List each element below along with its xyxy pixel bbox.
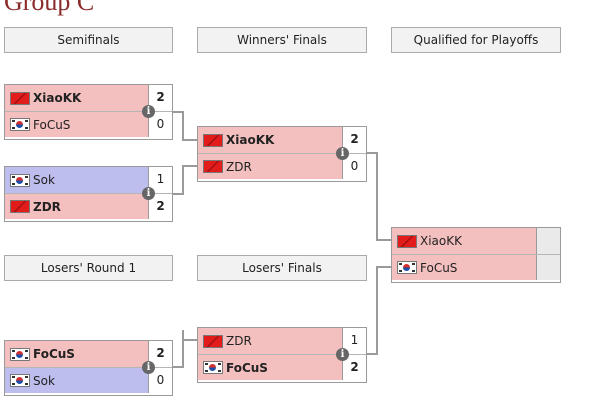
- header-losers-finals: Losers' Finals: [197, 255, 367, 281]
- match-slot[interactable]: ZDR 1: [198, 328, 366, 354]
- china-flag-icon: [10, 200, 30, 213]
- korea-flag-icon: [10, 173, 30, 187]
- korea-flag-icon: [10, 118, 30, 131]
- china-flag-icon: [10, 91, 30, 105]
- connector-semi1-to-wf: [173, 111, 197, 141]
- player-name: Sok: [33, 173, 55, 187]
- match-slot[interactable]: FoCuS 2: [198, 354, 366, 380]
- player-score-empty: [536, 228, 560, 254]
- header-losers-round-1: Losers' Round 1: [4, 255, 173, 281]
- korea-flag-icon: [10, 347, 30, 361]
- player-name: XiaoKK: [226, 133, 275, 147]
- player-name: ZDR: [33, 199, 61, 214]
- header-winners-finals: Winners' Finals: [197, 27, 367, 53]
- match-slot[interactable]: FoCuS: [392, 254, 560, 280]
- china-flag-icon: [203, 133, 223, 147]
- match-slot[interactable]: FoCuS 2: [5, 341, 172, 367]
- match-losers-final: ZDR 1 FoCuS 2: [197, 327, 367, 383]
- match-info-icon[interactable]: i: [336, 348, 349, 361]
- group-title: Group C: [4, 0, 95, 16]
- connector-lr1-to-lf: [173, 339, 197, 368]
- match-info-icon[interactable]: i: [142, 105, 155, 118]
- match-slot[interactable]: Sok 0: [5, 367, 172, 393]
- qualified-for-playoffs-box: XiaoKK FoCuS: [391, 227, 561, 283]
- china-flag-icon: [203, 160, 223, 173]
- connector-semi2-to-wf: [173, 165, 197, 195]
- player-name: FoCuS: [33, 117, 71, 132]
- korea-flag-icon: [10, 374, 30, 387]
- player-name: FoCuS: [226, 360, 268, 375]
- player-name: ZDR: [226, 159, 252, 174]
- header-semifinals: Semifinals: [4, 27, 173, 53]
- match-slot[interactable]: XiaoKK: [392, 228, 560, 254]
- connector-lf-to-qualified: [367, 266, 391, 355]
- player-name: XiaoKK: [420, 234, 462, 248]
- china-flag-icon: [397, 234, 417, 248]
- player-name: ZDR: [226, 334, 252, 348]
- player-name: FoCuS: [420, 260, 458, 275]
- match-info-icon[interactable]: i: [336, 147, 349, 160]
- korea-flag-icon: [203, 361, 223, 374]
- header-qualified-for-playoffs: Qualified for Playoffs: [391, 27, 561, 53]
- korea-flag-icon: [397, 261, 417, 274]
- connector-wf-to-qualified: [367, 152, 391, 241]
- player-name: FoCuS: [33, 347, 75, 361]
- player-name: XiaoKK: [33, 91, 82, 105]
- china-flag-icon: [203, 334, 223, 348]
- match-info-icon[interactable]: i: [142, 361, 155, 374]
- player-name: Sok: [33, 373, 55, 388]
- player-score-empty: [536, 255, 560, 280]
- match-winners-final: XiaoKK 2 ZDR 0: [197, 126, 367, 182]
- match-info-icon[interactable]: i: [142, 187, 155, 200]
